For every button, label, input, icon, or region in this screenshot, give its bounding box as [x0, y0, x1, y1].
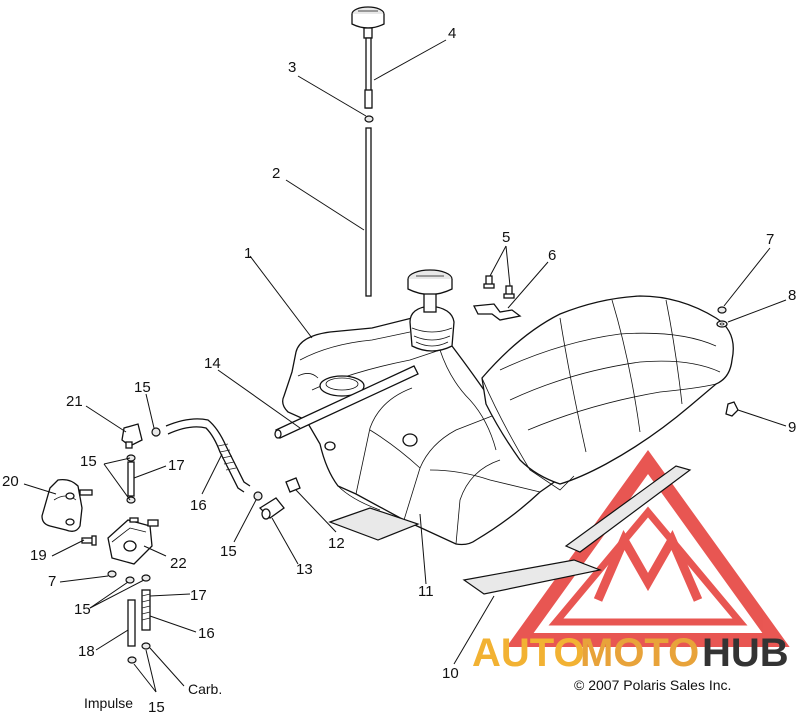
callout-4: 4	[448, 25, 456, 42]
hardware-7-8-9	[716, 306, 739, 417]
callout-16-b: 16	[198, 625, 215, 642]
watermark-word-moto: MOTO	[580, 631, 699, 675]
vent-rod	[274, 365, 419, 439]
callout-19: 19	[30, 547, 47, 564]
valve-part-21	[121, 423, 143, 449]
callout-15-c: 15	[220, 543, 237, 560]
callout-9: 9	[788, 419, 796, 436]
callout-17-a: 17	[168, 457, 185, 474]
clamp-part-3	[364, 115, 374, 123]
vent-tube-part-2	[365, 127, 372, 297]
callout-15-b: 15	[80, 453, 97, 470]
callout-12: 12	[328, 535, 345, 552]
callout-22: 22	[170, 555, 187, 572]
callout-8: 8	[788, 287, 796, 304]
fuel-tank	[282, 305, 561, 546]
callout-10: 10	[442, 665, 459, 682]
callout-3: 3	[288, 59, 296, 76]
callout-15-d: 15	[74, 601, 91, 618]
clamp-part-7-lower	[107, 570, 117, 578]
callout-15-e: 15	[148, 699, 165, 716]
callout-7-right: 7	[766, 231, 774, 248]
callout-7-left: 7	[48, 573, 56, 590]
callout-labels: 1 2 3 4 5 6 7 8 9 10 11 12 13 14 15 15 1…	[2, 25, 796, 716]
fitting-part-13	[258, 497, 285, 520]
watermark-triangle	[506, 450, 790, 647]
callout-17-b: 17	[190, 587, 207, 604]
watermark-letter-m	[593, 529, 703, 602]
bracket-part-20	[41, 478, 93, 532]
watermark-triangle-inner	[548, 506, 748, 626]
callout-14: 14	[204, 355, 221, 372]
note-impulse: Impulse	[84, 695, 133, 711]
callout-11: 11	[418, 583, 434, 600]
bracket-part-6	[472, 303, 522, 321]
callout-13: 13	[296, 561, 313, 578]
screws-part-5	[483, 275, 515, 299]
seat	[481, 295, 734, 491]
watermark-text: AUTO MOTO HUB	[472, 631, 789, 675]
callout-15-a: 15	[134, 379, 151, 396]
callout-6: 6	[548, 247, 556, 264]
callout-18: 18	[78, 643, 95, 660]
callout-2: 2	[272, 165, 280, 182]
leader-lines	[23, 39, 787, 693]
callout-1: 1	[244, 245, 252, 262]
fuel-hose-16-upper	[165, 418, 251, 493]
note-carb: Carb.	[188, 681, 222, 697]
watermark-word-hub: HUB	[702, 631, 789, 675]
lower-lines-15-16-17-18	[125, 574, 151, 664]
clamp-part-15-upper	[151, 427, 263, 501]
vent-tube-upper	[364, 37, 373, 109]
callout-20: 20	[2, 473, 19, 490]
copyright-text: © 2007 Polaris Sales Inc.	[574, 677, 731, 693]
pad-part-10	[462, 465, 692, 595]
callout-16-a: 16	[190, 497, 207, 514]
hose-part-17-upper	[126, 454, 136, 504]
fuel-cap	[407, 269, 453, 313]
filler-cap-top	[351, 6, 385, 39]
pad-part-12	[328, 507, 420, 541]
grommet-near-tank	[285, 477, 301, 493]
fuel-valve-part-22	[107, 517, 159, 565]
callout-5: 5	[502, 229, 510, 246]
watermark-word-auto: AUTO	[472, 631, 585, 675]
callout-21: 21	[66, 393, 83, 410]
watermark-logo	[506, 450, 790, 647]
